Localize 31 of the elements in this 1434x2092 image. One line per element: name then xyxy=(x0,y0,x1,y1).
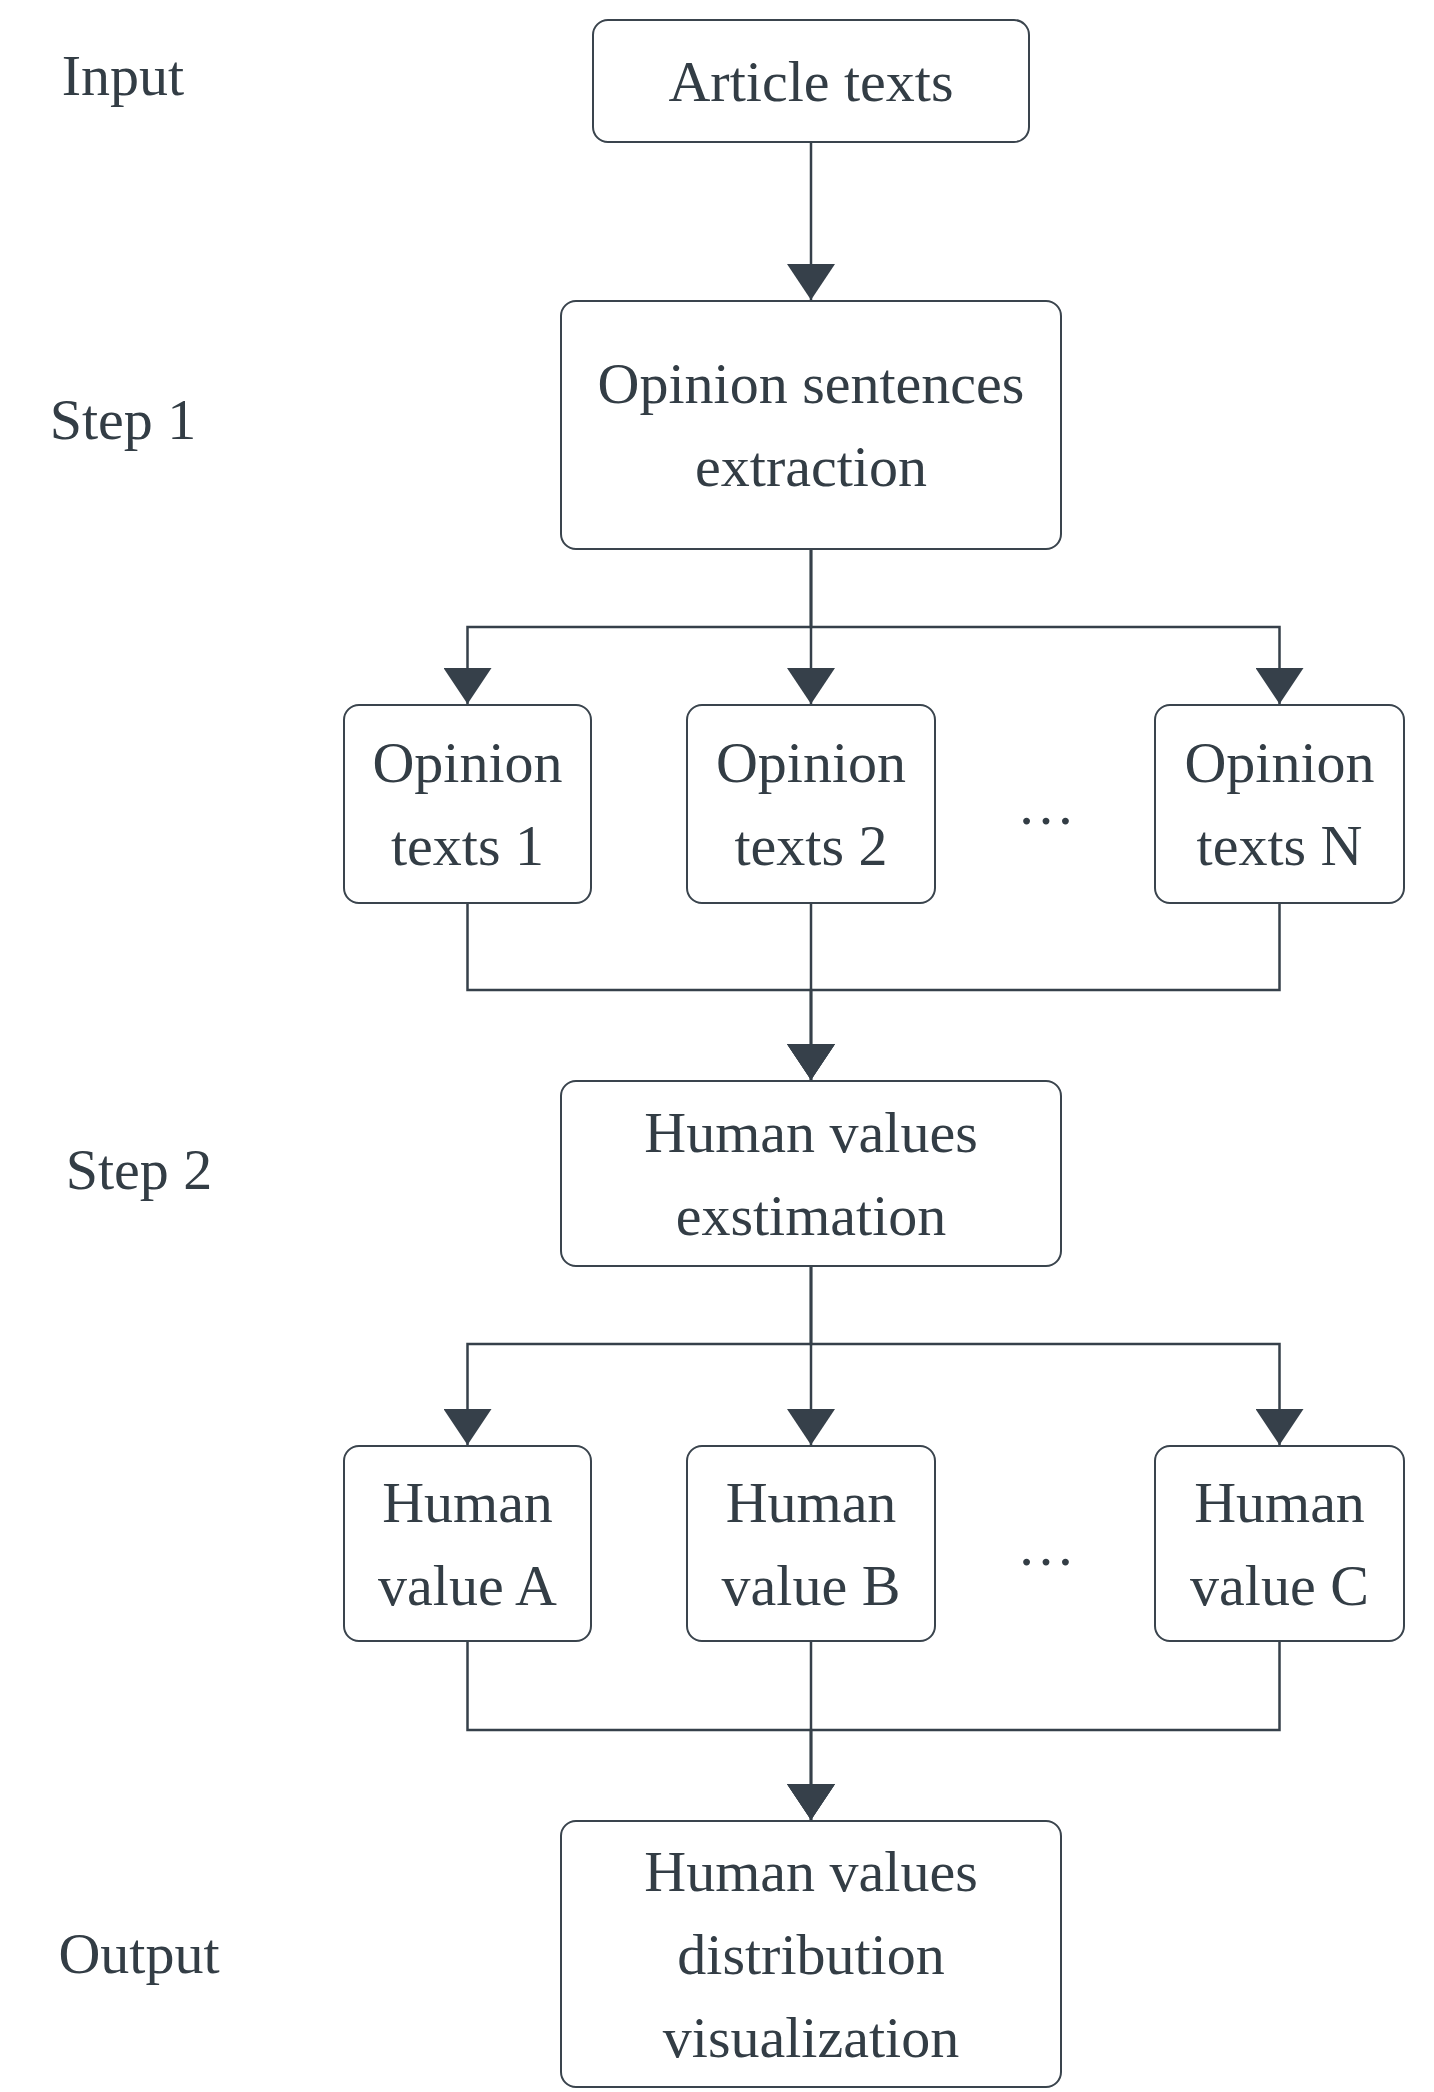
arrow xyxy=(787,904,1281,1080)
box-label: Human values exstimation xyxy=(643,1098,979,1250)
process-box xyxy=(686,704,936,904)
arrow xyxy=(809,1267,1304,1445)
process-box xyxy=(686,1445,936,1642)
process-box xyxy=(343,704,592,904)
process-box xyxy=(343,1445,592,1642)
process-box xyxy=(1154,704,1405,904)
arrow xyxy=(787,143,835,300)
process-box xyxy=(560,1080,1062,1267)
box-label: Opinion texts N xyxy=(1183,729,1376,880)
box-label: Opinion texts 2 xyxy=(714,729,908,880)
box-label: Human values distribution visualization xyxy=(643,1837,979,2072)
process-box xyxy=(1154,1445,1405,1642)
box-label: Human value B xyxy=(720,1468,902,1620)
arrow xyxy=(787,1642,1281,1820)
stage-label: Output xyxy=(58,1925,220,1983)
box-label: Human value A xyxy=(377,1468,558,1620)
box-label: Human value C xyxy=(1189,1468,1370,1620)
ellipsis-label: … xyxy=(1017,776,1075,834)
box-label: Article texts xyxy=(668,47,954,116)
process-box xyxy=(592,19,1030,143)
process-box xyxy=(560,1820,1062,2088)
box-label: Opinion sentences extraction xyxy=(596,350,1026,501)
arrow xyxy=(809,550,1304,704)
ellipsis-label: … xyxy=(1017,1517,1075,1575)
box-label: Opinion texts 1 xyxy=(371,729,564,880)
stage-label: Step 2 xyxy=(65,1141,213,1199)
process-box xyxy=(560,300,1062,550)
stage-label: Input xyxy=(61,47,185,105)
stage-label: Step 1 xyxy=(49,391,197,449)
